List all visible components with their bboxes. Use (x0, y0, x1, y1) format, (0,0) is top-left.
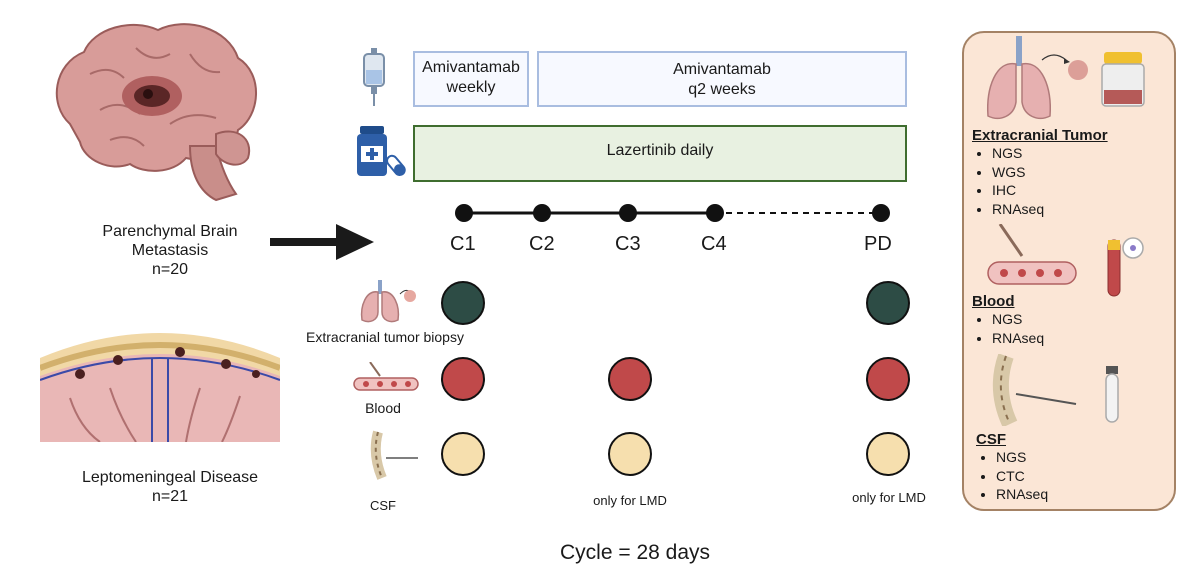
tumor-sample-label: Extracranial tumor biopsy (306, 329, 464, 345)
panel-csf-item: RNAseq (996, 485, 1048, 504)
timeline-node-c1 (455, 204, 473, 222)
lmd-label: Leptomeningeal Disease n=21 (60, 468, 280, 506)
cycle-label-c2: C2 (529, 233, 555, 255)
panel-csf-section: CSF NGS CTC RNAseq (976, 431, 1048, 504)
csf-note-c3: only for LMD (593, 493, 667, 508)
cycle-label-pd: PD (864, 233, 892, 255)
panel-blood-title: Blood (972, 293, 1015, 310)
csf-sample-pd (866, 432, 910, 476)
timeline (455, 204, 890, 222)
pill-bottle-icon (357, 126, 406, 177)
amivantamab-q2-line2: q2 weeks (688, 81, 756, 98)
blood-sample-c1 (441, 357, 485, 401)
panel-tumor-title: Extracranial Tumor (972, 127, 1108, 144)
csf-sample-c3 (608, 432, 652, 476)
cycle-duration-footer: Cycle = 28 days (560, 541, 710, 564)
csf-sample-c1 (441, 432, 485, 476)
panel-tumor-item: NGS (992, 144, 1108, 163)
blood-vessel-icon (353, 362, 419, 391)
timeline-node-pd (872, 204, 890, 222)
specimen-jar-icon (1101, 52, 1145, 107)
parenchymal-label: Parenchymal Brain Metastasis n=20 (60, 222, 280, 280)
spine-icon (370, 430, 418, 480)
panel-csf-title: CSF (976, 431, 1006, 448)
brain-icon (55, 23, 257, 202)
csf-note-pd: only for LMD (852, 490, 926, 505)
cycle-label-c3: C3 (615, 233, 641, 255)
tumor-sample-c1 (441, 281, 485, 325)
tumor-sample-pd (866, 281, 910, 325)
lungs-tumor-icon (987, 36, 1088, 120)
blood-sample-c3 (608, 357, 652, 401)
panel-csf-item: NGS (996, 448, 1048, 467)
panel-blood-item: RNAseq (992, 329, 1044, 348)
amivantamab-weekly-line1: Amivantamab (422, 59, 520, 76)
lazertinib-label: Lazertinib daily (606, 142, 714, 159)
panel-tumor-section: Extracranial Tumor NGS WGS IHC RNAseq (972, 127, 1108, 218)
cycle-label-c1: C1 (450, 233, 476, 255)
timeline-node-c4 (706, 204, 724, 222)
blood-draw-icon (987, 224, 1077, 285)
panel-tumor-item: RNAseq (992, 200, 1108, 219)
amivantamab-q2-box: Amivantamab q2 weeks (537, 51, 907, 107)
lmd-count: n=21 (151, 488, 189, 506)
parenchymal-line2: Metastasis (131, 242, 209, 260)
panel-blood-section: Blood NGS RNAseq (972, 293, 1044, 347)
panel-csf-item: CTC (996, 467, 1048, 486)
panel-tumor-item: WGS (992, 163, 1108, 182)
blood-tube-icon (1107, 237, 1144, 297)
csf-sample-label: CSF (370, 498, 396, 513)
timeline-node-c2 (533, 204, 551, 222)
amivantamab-weekly-box: Amivantamab weekly (413, 51, 529, 107)
blood-sample-pd (866, 357, 910, 401)
lmd-line1: Leptomeningeal Disease (81, 469, 259, 486)
amivantamab-weekly-line2: weekly (446, 79, 496, 96)
blood-sample-label: Blood (365, 400, 401, 416)
parenchymal-line1: Parenchymal Brain (102, 223, 238, 240)
cycle-label-c4: C4 (701, 233, 727, 255)
panel-tumor-item: IHC (992, 181, 1108, 200)
amivantamab-q2-line1: Amivantamab (673, 61, 771, 78)
lungs-icon (360, 280, 416, 323)
timeline-node-c3 (619, 204, 637, 222)
parenchymal-count: n=20 (151, 261, 189, 279)
flow-arrow (270, 224, 374, 260)
leptomeninges-icon (40, 333, 280, 442)
spine-csf-icon (992, 354, 1077, 426)
lazertinib-box: Lazertinib daily (413, 125, 907, 182)
iv-bag-icon (363, 48, 385, 106)
panel-blood-item: NGS (992, 310, 1044, 329)
csf-tube-icon (1105, 366, 1119, 423)
